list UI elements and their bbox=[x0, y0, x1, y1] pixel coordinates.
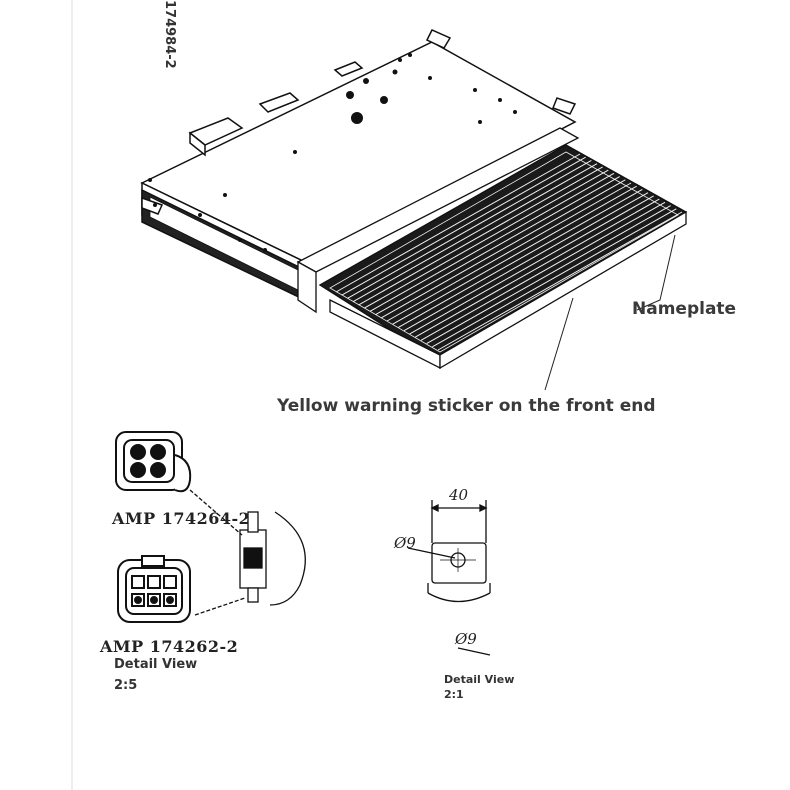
fin-line bbox=[392, 185, 637, 325]
fin-line bbox=[398, 189, 643, 328]
connector-bottom-label: AMP 174262-2 bbox=[100, 637, 239, 656]
fin-line bbox=[335, 153, 581, 293]
nameplate-label: Nameplate bbox=[632, 299, 737, 319]
heat-sink bbox=[296, 127, 688, 370]
fin-line bbox=[437, 211, 683, 351]
bracket-hole-dim-1: Ø9 bbox=[394, 534, 416, 552]
fin-line bbox=[341, 156, 586, 296]
fin-line bbox=[432, 208, 677, 348]
detail-left-title: Detail View bbox=[114, 657, 198, 672]
fin-line bbox=[381, 179, 626, 319]
warning-leader bbox=[544, 297, 574, 391]
detail-view-bracket bbox=[407, 500, 491, 656]
fin-line bbox=[420, 201, 666, 341]
fin-line bbox=[426, 205, 671, 344]
fin-line bbox=[409, 195, 654, 335]
detail-right-title: Detail View bbox=[444, 673, 515, 686]
connector-amp-174264-2 bbox=[115, 431, 192, 493]
bracket-width-dim: 40 bbox=[449, 486, 469, 504]
nameplate-leader bbox=[636, 234, 676, 311]
fin-line bbox=[369, 172, 615, 312]
main-unit-housing bbox=[140, 29, 577, 302]
callout-leaders bbox=[544, 234, 676, 391]
detail-left-scale: 2:5 bbox=[114, 678, 138, 693]
fin-line bbox=[386, 182, 632, 322]
fin-line bbox=[347, 160, 592, 299]
warning-sticker-label: Yellow warning sticker on the front end bbox=[277, 396, 656, 416]
fin-line bbox=[358, 166, 603, 306]
fin-line bbox=[352, 163, 598, 303]
heat-sink-fins bbox=[335, 153, 683, 351]
top-surface-holes bbox=[148, 53, 517, 252]
fin-line bbox=[375, 176, 620, 315]
fin-line bbox=[403, 192, 649, 332]
connector-top-label: AMP 174264-2 bbox=[112, 509, 251, 528]
connector-amp-174262-2 bbox=[117, 555, 191, 623]
fin-line bbox=[415, 198, 660, 338]
bracket-hole-dim-2: Ø9 bbox=[455, 630, 477, 648]
fin-line bbox=[364, 169, 609, 309]
part-number-vertical: 174984-2 bbox=[162, 0, 177, 69]
detail-right-scale: 2:1 bbox=[444, 688, 464, 701]
detail-view-connectors bbox=[189, 489, 306, 616]
